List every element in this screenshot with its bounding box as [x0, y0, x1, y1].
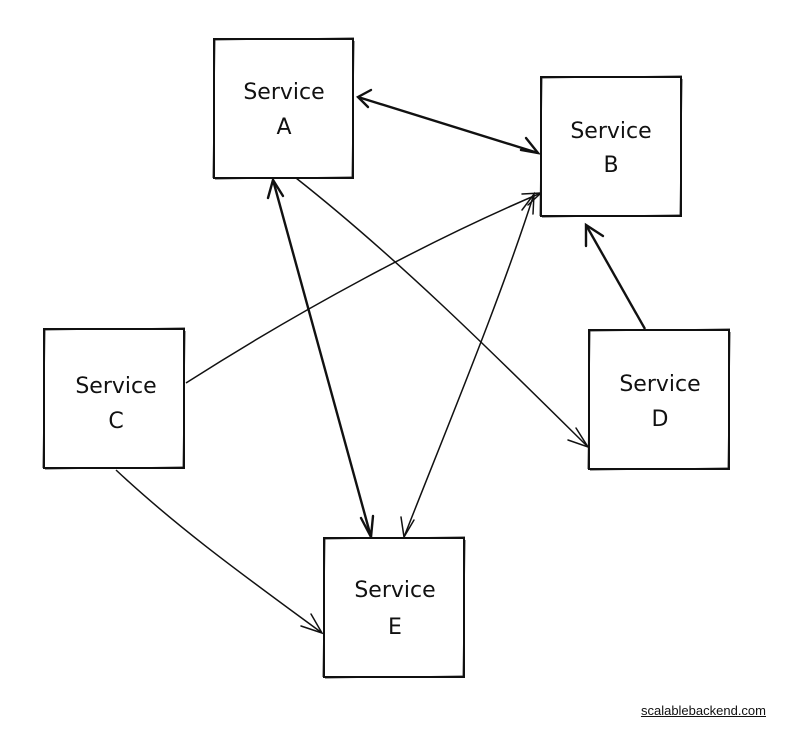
service-b-label-line2: B [603, 153, 618, 178]
node-service-a: Service A [212, 37, 355, 180]
node-service-e: Service E [322, 536, 466, 679]
service-e-label-line2: E [388, 615, 402, 640]
edge-a-d [295, 177, 590, 449]
edge-c-b [185, 192, 544, 384]
service-c-label-line1: Service [75, 374, 156, 399]
edge-c-e [115, 469, 324, 635]
node-service-b: Service B [539, 75, 683, 218]
edge-a-b [356, 88, 541, 155]
service-e-label-line1: Service [354, 578, 435, 603]
edges [115, 88, 647, 635]
edge-b-e [400, 191, 535, 540]
footer-link[interactable]: scalablebackend.com [640, 703, 766, 718]
node-service-c: Service C [42, 327, 186, 470]
edge-d-b [584, 222, 647, 330]
node-service-d: Service D [587, 328, 731, 471]
service-b-label-line1: Service [570, 119, 651, 144]
edge-a-e [266, 177, 375, 542]
service-d-label-line2: D [652, 407, 669, 432]
service-d-label-line1: Service [619, 372, 700, 397]
service-a-label-line2: A [276, 115, 291, 140]
service-a-label-line1: Service [243, 80, 324, 105]
service-c-label-line2: C [108, 409, 123, 434]
